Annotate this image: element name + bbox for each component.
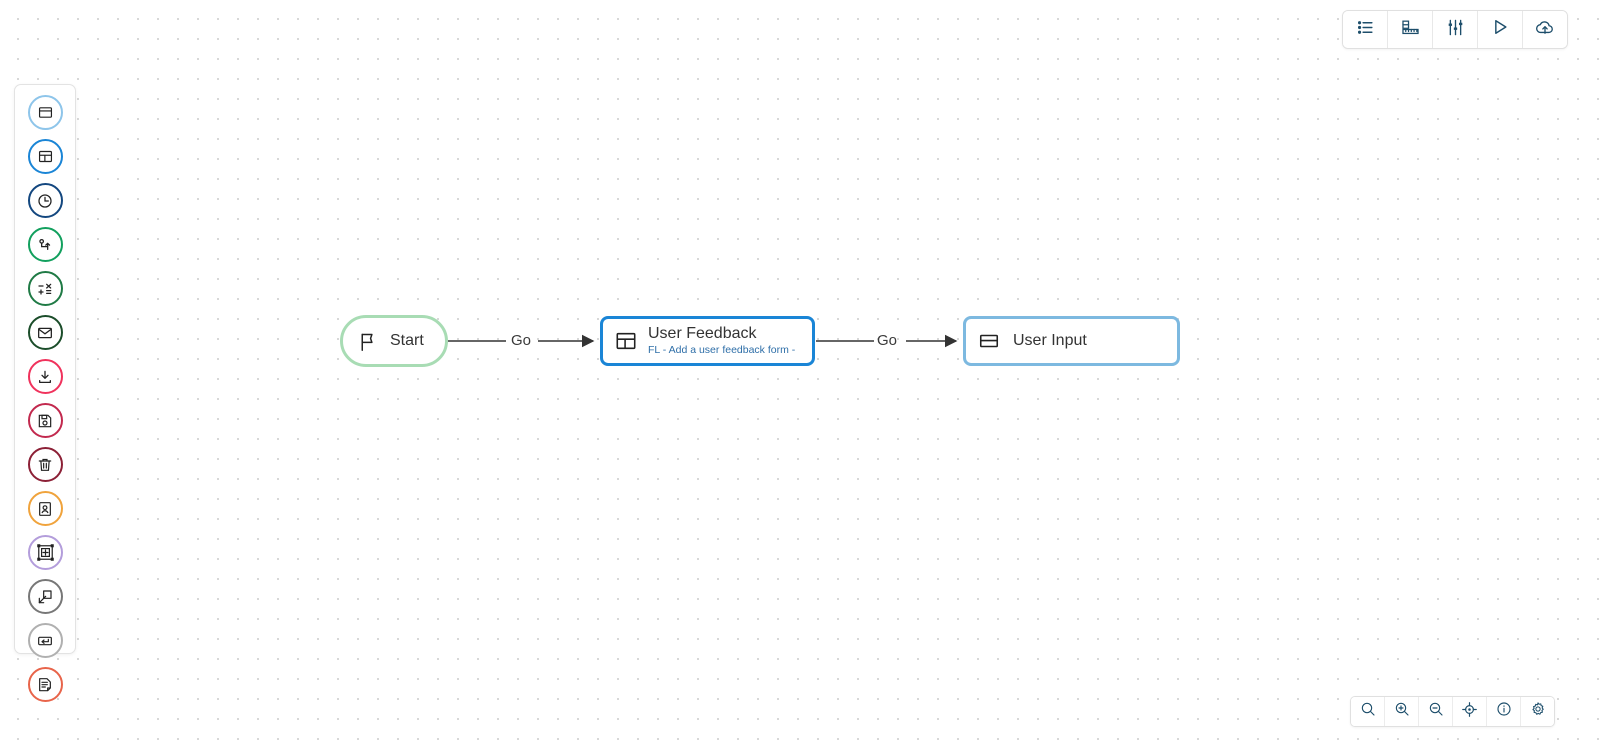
expand-arrow-icon [37,589,53,605]
toolbar-button-preferences[interactable] [1521,697,1554,726]
node-user-input-title: User Input [1013,332,1087,349]
palette-item-return[interactable] [27,623,63,658]
crosshair-icon [1461,701,1478,723]
node-user-feedback-text: User Feedback FL - Add a user feedback f… [648,325,795,357]
layout-panel-icon [38,149,53,164]
toolbar-button-zoom-out[interactable] [1419,697,1453,726]
palette-item-email[interactable] [27,315,63,350]
flag-icon [357,331,378,352]
screen-icon [38,105,53,120]
cloud-upload-icon [1535,17,1555,42]
toolbar-button-fit-to-screen[interactable] [1453,697,1487,726]
toolbar-button-settings[interactable] [1433,11,1478,48]
edge-label-feedback-input: Go [877,332,898,349]
layout-panel-icon [615,330,637,352]
palette-item-add-frame[interactable] [27,535,63,570]
search-icon [1360,701,1376,722]
gear-icon [1530,701,1546,722]
palette-item-screen[interactable] [27,95,63,130]
enter-key-icon [37,633,53,649]
edge-label-start-feedback: Go [511,332,532,349]
palette-item-download[interactable] [27,359,63,394]
palette-item-calculation[interactable] [27,271,63,306]
toolbar-button-search[interactable] [1351,697,1385,726]
toolbar-button-measure[interactable] [1388,11,1433,48]
input-field-icon [978,330,1000,352]
branch-icon [37,237,53,253]
save-disk-icon [37,413,53,429]
play-icon [1490,17,1510,42]
node-user-feedback-title: User Feedback [648,325,757,342]
ruler-icon [1401,18,1420,42]
palette-item-save[interactable] [27,403,63,438]
id-card-icon [37,501,53,517]
node-start-title: Start [390,332,424,349]
trash-icon [37,457,53,473]
toolbar-button-run[interactable] [1478,11,1523,48]
node-start[interactable]: Start [340,315,448,367]
palette-item-expand[interactable] [27,579,63,614]
toolbar-button-info[interactable] [1487,697,1521,726]
sliders-icon [1446,18,1465,42]
envelope-icon [37,325,53,341]
node-palette [14,84,76,702]
add-frame-icon [36,544,54,561]
toolbar-button-zoom-in[interactable] [1385,697,1419,726]
toolbar-button-publish[interactable] [1523,11,1567,48]
calculator-icon [37,281,53,297]
bottom-toolbar [1350,696,1555,727]
palette-item-record[interactable] [27,491,63,526]
list-icon [1356,18,1375,42]
clock-icon [37,193,53,209]
info-icon [1496,701,1512,722]
top-toolbar [1342,10,1568,49]
zoom-out-icon [1428,701,1444,722]
palette-item-delete[interactable] [27,447,63,482]
zoom-in-icon [1394,701,1410,722]
document-note-icon [37,677,53,693]
node-user-feedback[interactable]: User Feedback FL - Add a user feedback f… [600,316,815,366]
toolbar-button-list-view[interactable] [1343,11,1388,48]
node-user-feedback-subtitle: FL - Add a user feedback form - [648,344,796,356]
palette-item-branch[interactable] [27,227,63,262]
palette-item-timer[interactable] [27,183,63,218]
download-icon [37,369,53,385]
palette-item-layout[interactable] [27,139,63,174]
node-user-input[interactable]: User Input [963,316,1180,366]
palette-item-note[interactable] [27,667,63,702]
